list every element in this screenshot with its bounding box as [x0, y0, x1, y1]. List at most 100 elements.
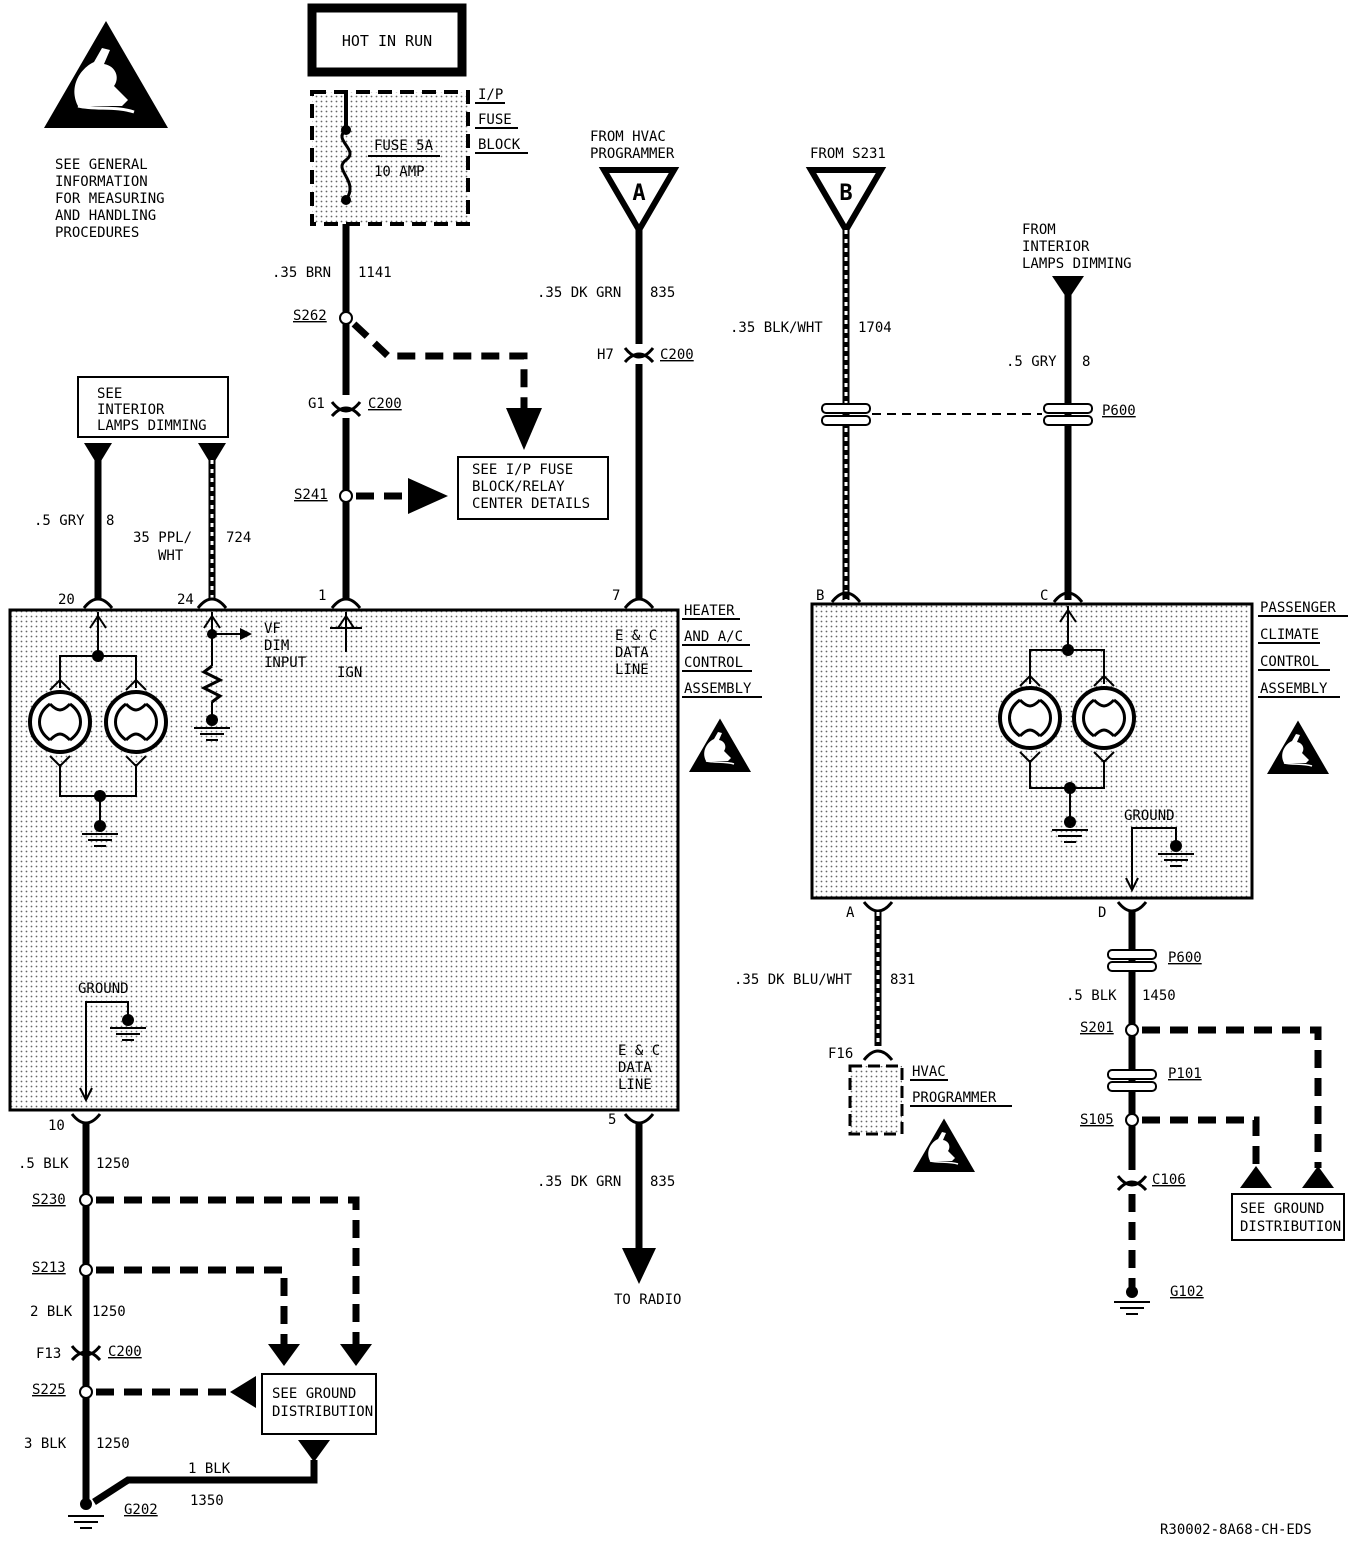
ground-g102: G102 [1170, 1284, 1204, 1300]
pin-20: 20 [58, 592, 75, 608]
passenger-lamp-circuit [998, 606, 1136, 843]
fuse-element [340, 128, 352, 201]
splice-s213: S213 [32, 1260, 66, 1276]
wire-blk-1350 [92, 1460, 318, 1505]
s262-dashed-lead [351, 321, 528, 410]
pin-c: C [1040, 588, 1048, 604]
marker-b-label: B [839, 181, 852, 206]
data-line-bottom-label: E & C DATA LINE [618, 1043, 669, 1093]
ip-fuse-block [310, 90, 470, 226]
connector-c106-label: C106 [1152, 1172, 1186, 1188]
heater-pins-bottom [70, 1113, 655, 1125]
s230-dashed-lead [96, 1196, 360, 1346]
hvac-programmer-box [848, 1064, 904, 1136]
see-ip-fuse-note: SEE I/P FUSE BLOCK/RELAY CENTER DETAILS [472, 462, 590, 512]
see-ground-note-left: SEE GROUND DISTRIBUTION [272, 1386, 373, 1420]
hvac-programmer-label: HVAC PROGRAMMER [912, 1064, 997, 1106]
connector-p600-bottom-label: P600 [1168, 950, 1202, 966]
pin-a: A [846, 905, 855, 921]
heater-lamp-circuit [28, 612, 168, 847]
passenger-pins-top [830, 591, 1084, 603]
splice-s201: S201 [1080, 1020, 1114, 1036]
pin-f16 [862, 1049, 894, 1061]
connector-p101 [1107, 1069, 1157, 1092]
wire-ppl-wht-724-label: 35 PPL/WHT724 [133, 530, 251, 564]
passenger-esd-icon [1266, 719, 1330, 775]
passenger-ground-circuit [1125, 827, 1195, 893]
from-interior-note: FROM INTERIOR LAMPS DIMMING [1022, 222, 1132, 272]
marker-b [805, 167, 887, 236]
marker-a-label: A [632, 181, 645, 206]
ign-input [330, 612, 362, 652]
see-ground-box-right [1231, 1193, 1345, 1241]
cavity-f13: F13 [36, 1346, 61, 1362]
pin-b: B [816, 588, 824, 604]
hvac-programmer-esd-icon [912, 1117, 976, 1173]
hot-in-run-label: HOT IN RUN [342, 32, 432, 50]
to-radio-label: TO RADIO [614, 1292, 681, 1308]
from-s231-note: FROM S231 [810, 146, 886, 162]
vf-dim-input-label: VF DIM INPUT [264, 621, 307, 671]
vf-dim-circuit [193, 612, 252, 741]
see-ground-box-left [261, 1373, 377, 1435]
from-hvac-note: FROM HVAC PROGRAMMER [590, 129, 675, 162]
connector-p600-top [821, 403, 1093, 426]
connector-c200-f13-label: C200 [108, 1344, 142, 1360]
connector-p600-top-label: P600 [1102, 403, 1136, 419]
pin-7: 7 [612, 588, 620, 604]
s201-dashed-lead [1142, 1026, 1322, 1168]
heater-esd-icon [688, 717, 752, 773]
see-interior-lamps-note: SEE INTERIOR LAMPS DIMMING [97, 386, 207, 434]
hot-in-run-box [307, 3, 467, 77]
connector-c106 [1116, 1175, 1148, 1192]
cavity-h7: H7 [597, 347, 614, 363]
passenger-ground-label: GROUND [1124, 808, 1175, 824]
passenger-climate-label: PASSENGER CLIMATE CONTROL ASSEMBLY [1260, 600, 1344, 697]
s262-arrow [506, 408, 542, 450]
connector-c200-label: C200 [368, 396, 402, 412]
ip-fuse-block-label: I/P FUSE BLOCK [478, 87, 521, 153]
connector-c200-g1 [330, 401, 362, 418]
connector-c200-f13 [70, 1345, 102, 1362]
s241-arrow [408, 478, 448, 514]
splice-s105: S105 [1080, 1112, 1114, 1128]
see-ip-fuse-box [457, 456, 609, 520]
ground-g202: G202 [124, 1502, 158, 1518]
s213-dashed-lead [96, 1266, 288, 1346]
ign-label: IGN [337, 665, 362, 681]
heater-ground-label: GROUND [78, 981, 129, 997]
splice-s225: S225 [32, 1382, 66, 1398]
see-ground-note-right: SEE GROUND DISTRIBUTION [1240, 1201, 1341, 1235]
heater-pins-top [82, 597, 655, 609]
cavity-g1: G1 [308, 396, 325, 412]
pin-1: 1 [318, 588, 326, 604]
esd-note: SEE GENERAL INFORMATION FOR MEASURING AN… [55, 157, 173, 241]
pin-5: 5 [608, 1112, 616, 1128]
cavity-f16: F16 [828, 1046, 853, 1062]
fuse-label: FUSE 5A 10 AMP [374, 138, 441, 180]
see-interior-lamps-box [77, 376, 229, 438]
pin-24: 24 [177, 592, 194, 608]
pin-10: 10 [48, 1118, 65, 1134]
connector-p600-bottom [1107, 949, 1157, 972]
heater-ac-control-assembly [8, 608, 680, 1112]
connector-p101-label: P101 [1168, 1066, 1202, 1082]
splice-s230: S230 [32, 1192, 66, 1208]
s105-dashed-lead [1142, 1116, 1260, 1168]
diagram-id: R30002-8A68-CH-EDS [1160, 1522, 1312, 1538]
heater-ac-label: HEATER AND A/C CONTROL ASSEMBLY [684, 603, 752, 697]
esd-warning-icon [42, 19, 170, 130]
to-radio-arrow [622, 1248, 656, 1284]
